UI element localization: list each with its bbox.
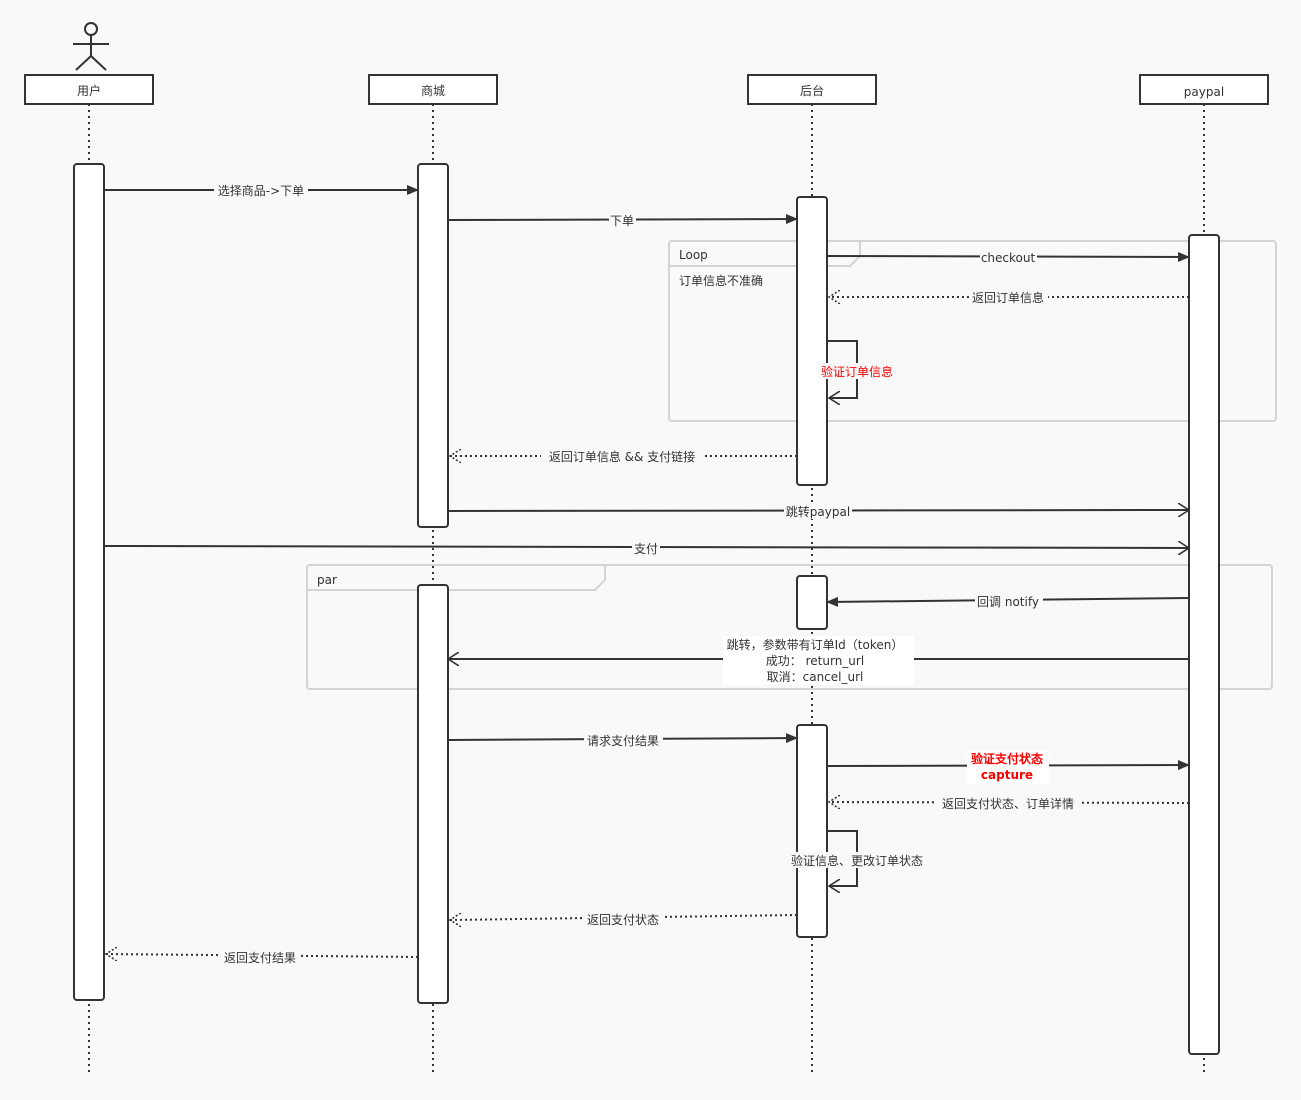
message-label: 返回支付结果 (224, 951, 296, 965)
message-label: 返回订单信息 (972, 290, 1044, 305)
message-label: 验证支付状态 (971, 751, 1043, 766)
message-checkout: checkout (826, 249, 1190, 265)
participant-paypal: paypal (1139, 74, 1269, 105)
message-label: 选择商品->下单 (218, 183, 304, 198)
message-return-order-and-link: 返回订单信息 && 支付链接 (450, 448, 797, 464)
message-label: 商城 (421, 83, 445, 98)
par-fragment: par (306, 564, 1273, 690)
message-redirect-paypal: 跳转paypal (447, 503, 1189, 519)
message-label: 取消：cancel_url (767, 670, 864, 684)
message-verify-payment-capture: 验证支付状态 capture (826, 751, 1190, 784)
message-label: 下单 (610, 214, 634, 228)
activation-backend-2 (796, 575, 828, 630)
message-label: 验证订单信息 (821, 364, 893, 379)
message-label: checkout (981, 251, 1036, 265)
message-return-pay-status: 返回支付状态 (450, 911, 798, 927)
participant-backend: 后台 (747, 74, 877, 105)
message-label: 返回支付状态 (587, 913, 659, 927)
message-label: paypal (1184, 85, 1224, 99)
message-label: 成功： return_url (766, 654, 864, 668)
message-select-order: 选择商品->下单 (104, 182, 419, 198)
message-label: 用户 (77, 83, 101, 98)
actor-icon (73, 22, 109, 71)
message-pay: 支付 (103, 540, 1189, 556)
activation-backend-3 (796, 724, 828, 938)
message-label: 请求支付结果 (587, 734, 659, 748)
message-label: 回调 notify (977, 595, 1039, 609)
loop-label: Loop (679, 248, 708, 262)
message-notify-callback: 回调 notify (826, 593, 1190, 609)
message-label: 支付 (634, 542, 658, 556)
message-return-pay-status-details: 返回支付状态、订单详情 (829, 796, 1190, 812)
message-return-order-info: 返回订单信息 (829, 289, 1189, 305)
message-label: capture (981, 768, 1033, 782)
message-request-pay-result: 请求支付结果 (447, 732, 798, 748)
message-label: 跳转，参数带有订单Id（token） (727, 637, 904, 652)
message-return-pay-result: 返回支付结果 (106, 949, 419, 965)
message-redirect-with-token: 跳转，参数带有订单Id（token） 成功： return_url 取消：can… (448, 636, 1189, 685)
message-label: 验证信息、更改订单状态 (791, 853, 923, 868)
message-verify-update-order: 验证信息、更改订单状态 (786, 830, 929, 886)
message-label: 跳转paypal (786, 504, 850, 519)
participant-user: 用户 (24, 74, 154, 105)
activation-shop-2 (417, 584, 449, 1004)
message-label: 返回订单信息 && 支付链接 (549, 449, 695, 464)
message-label: 后台 (800, 83, 824, 98)
message-label: 返回支付状态、订单详情 (942, 796, 1074, 811)
message-verify-order-info: 验证订单信息 (818, 340, 897, 398)
activation-paypal (1188, 234, 1220, 1055)
activation-shop-1 (417, 163, 449, 528)
par-label: par (317, 573, 337, 587)
loop-fragment: Loop 订单信息不准确 (668, 240, 1277, 422)
message-place-order: 下单 (447, 212, 798, 228)
loop-condition: 订单信息不准确 (679, 273, 763, 288)
activation-backend-1 (796, 196, 828, 486)
activation-user (73, 163, 105, 1001)
participant-shop: 商城 (368, 74, 498, 105)
